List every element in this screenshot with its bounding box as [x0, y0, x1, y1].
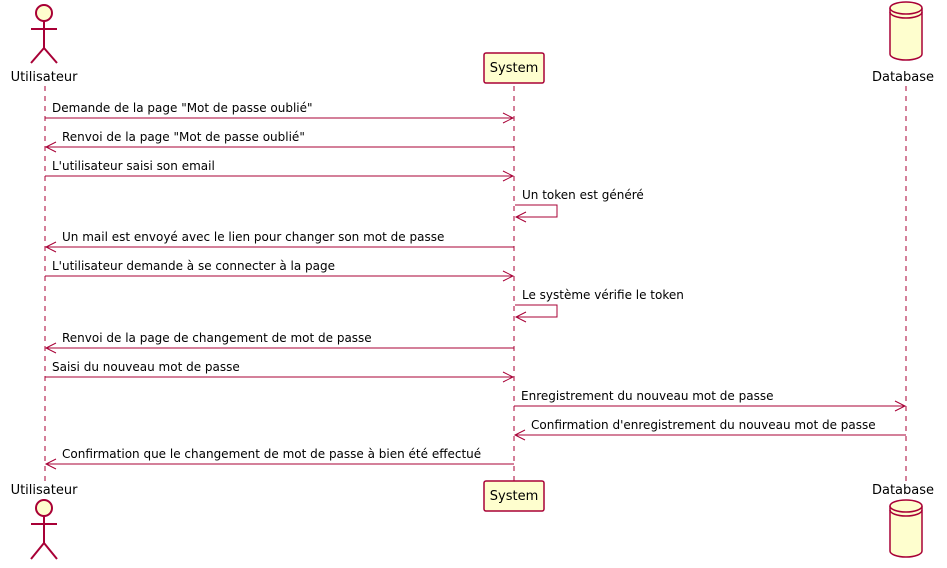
message-1: Demande de la page "Mot de passe oublié": [45, 101, 515, 124]
message-10: Enregistrement du nouveau mot de passe: [514, 389, 907, 412]
actor-icon: [30, 499, 58, 560]
participant-database-top: Database: [872, 1, 934, 85]
message-4: Un token est généré: [514, 188, 644, 223]
messages: Demande de la page "Mot de passe oublié"…: [44, 101, 907, 470]
actor-icon: [30, 4, 58, 64]
arrowhead: [502, 270, 515, 282]
participant-system-bottom: System: [483, 480, 545, 512]
message-5: Un mail est envoyé avec le lien pour cha…: [44, 230, 514, 253]
message-6: L'utilisateur demande à se connecter à l…: [45, 259, 515, 282]
message-12: Confirmation que le changement de mot de…: [44, 447, 514, 470]
message-label: Demande de la page "Mot de passe oublié": [52, 101, 313, 115]
participant-label-system-bottom: System: [490, 489, 538, 504]
message-label: Renvoi de la page "Mot de passe oublié": [62, 130, 305, 144]
message-label: Un mail est envoyé avec le lien pour cha…: [62, 230, 444, 244]
arrowhead: [502, 170, 515, 182]
actor-utilisateur-bottom: Utilisateur: [11, 483, 79, 560]
message-3: L'utilisateur saisi son email: [45, 159, 515, 182]
message-label: L'utilisateur saisi son email: [52, 159, 215, 173]
self-message-arrow: [515, 304, 558, 318]
actor-utilisateur-top: Utilisateur: [11, 4, 79, 85]
message-label: Le système vérifie le token: [522, 288, 684, 302]
database-icon: [889, 499, 923, 558]
message-11: Confirmation d'enregistrement du nouveau…: [513, 418, 906, 441]
message-label: Renvoi de la page de changement de mot d…: [62, 331, 372, 345]
arrowhead: [514, 311, 527, 323]
arrowhead: [502, 371, 515, 383]
message-label: Un token est généré: [522, 188, 644, 202]
self-message-arrow: [515, 204, 558, 218]
participant-label-system: System: [490, 61, 538, 76]
arrowhead: [44, 342, 57, 354]
message-8: Renvoi de la page de changement de mot d…: [44, 331, 514, 354]
message-label: Enregistrement du nouveau mot de passe: [521, 389, 773, 403]
participant-system-top: System: [483, 52, 545, 84]
participant-database-bottom: Database: [872, 483, 934, 558]
message-2: Renvoi de la page "Mot de passe oublié": [44, 130, 514, 153]
message-7: Le système vérifie le token: [514, 288, 684, 323]
arrowhead: [44, 241, 57, 253]
arrowhead: [894, 400, 907, 412]
arrowhead: [44, 458, 57, 470]
arrowhead: [44, 141, 57, 153]
arrowhead: [514, 211, 527, 223]
message-label: Saisi du nouveau mot de passe: [52, 360, 240, 374]
message-label: Confirmation que le changement de mot de…: [62, 447, 481, 461]
participant-label-utilisateur: Utilisateur: [11, 70, 79, 85]
message-9: Saisi du nouveau mot de passe: [45, 360, 515, 383]
participant-label-database-bottom: Database: [872, 483, 934, 498]
arrowhead: [502, 112, 515, 124]
database-icon: [889, 1, 923, 61]
message-label: L'utilisateur demande à se connecter à l…: [52, 259, 335, 273]
participant-label-database: Database: [872, 70, 934, 85]
participant-label-utilisateur-bottom: Utilisateur: [11, 483, 79, 498]
arrowhead: [513, 429, 526, 441]
message-label: Confirmation d'enregistrement du nouveau…: [531, 418, 876, 432]
